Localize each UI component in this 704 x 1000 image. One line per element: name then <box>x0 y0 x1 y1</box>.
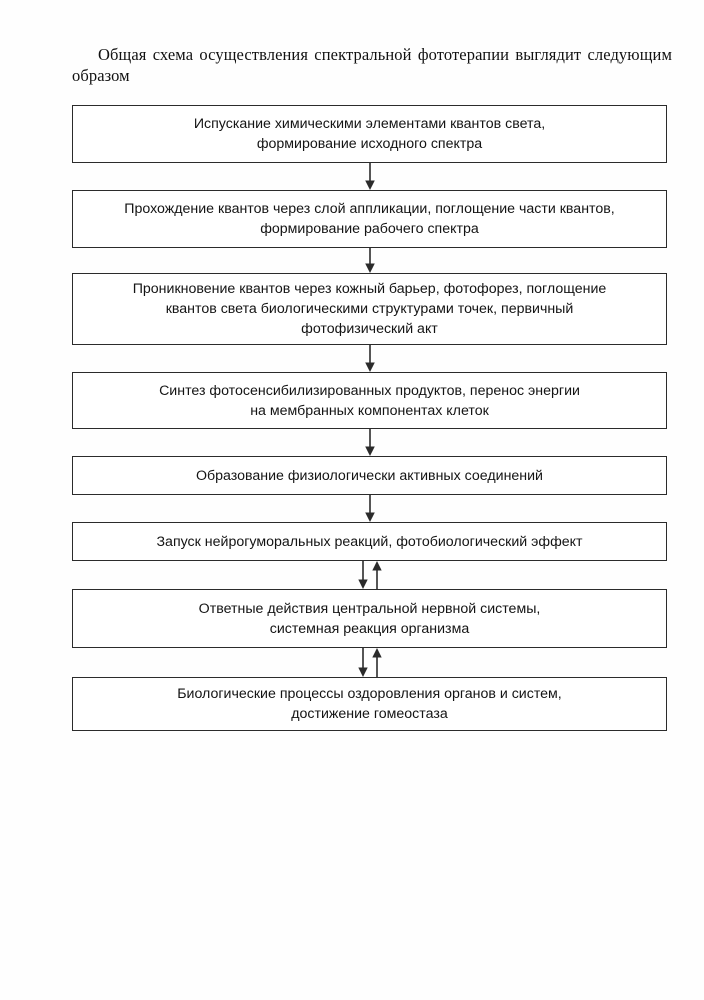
flow-node-4[interactable]: Синтез фотосенсибилизированных продуктов… <box>72 372 667 429</box>
connector-4-to-5 <box>0 429 704 456</box>
flow-node-8[interactable]: Биологические процессы оздоровления орга… <box>72 677 667 731</box>
connector-5-to-6 <box>0 495 704 522</box>
connector-3-to-4 <box>0 345 704 372</box>
connector-1-to-2 <box>0 163 704 190</box>
flow-node-7-label: Ответные действия центральной нервной си… <box>198 600 541 637</box>
flow-node-8-label: Биологические процессы оздоровления орга… <box>177 686 562 722</box>
flow-node-3-label: Проникновение квантов через кожный барье… <box>132 281 607 337</box>
connector-6-to-7-bidirectional <box>0 561 704 589</box>
connector-2-to-3 <box>0 248 704 273</box>
flow-node-2-label: Прохождение квантов через слой аппликаци… <box>124 201 615 237</box>
page-title: Общая схема осуществления спектральной ф… <box>72 45 672 85</box>
flow-node-6-label: Запуск нейрогуморальных реакций, фотобио… <box>156 533 583 550</box>
flow-node-2[interactable]: Прохождение квантов через слой аппликаци… <box>72 190 667 248</box>
flow-node-5[interactable]: Образование физиологически активных соед… <box>72 456 667 495</box>
flow-node-1[interactable]: Испускание химическими элементами кванто… <box>72 105 667 163</box>
flow-node-6[interactable]: Запуск нейрогуморальных реакций, фотобио… <box>72 522 667 561</box>
flow-node-3[interactable]: Проникновение квантов через кожный барье… <box>72 273 667 345</box>
flow-node-5-label: Образование физиологически активных соед… <box>196 467 543 484</box>
flow-node-4-label: Синтез фотосенсибилизированных продуктов… <box>159 382 580 419</box>
flow-node-1-label: Испускание химическими элементами кванто… <box>193 116 546 152</box>
flow-node-7[interactable]: Ответные действия центральной нервной си… <box>72 589 667 648</box>
connector-7-to-8-bidirectional <box>0 648 704 677</box>
